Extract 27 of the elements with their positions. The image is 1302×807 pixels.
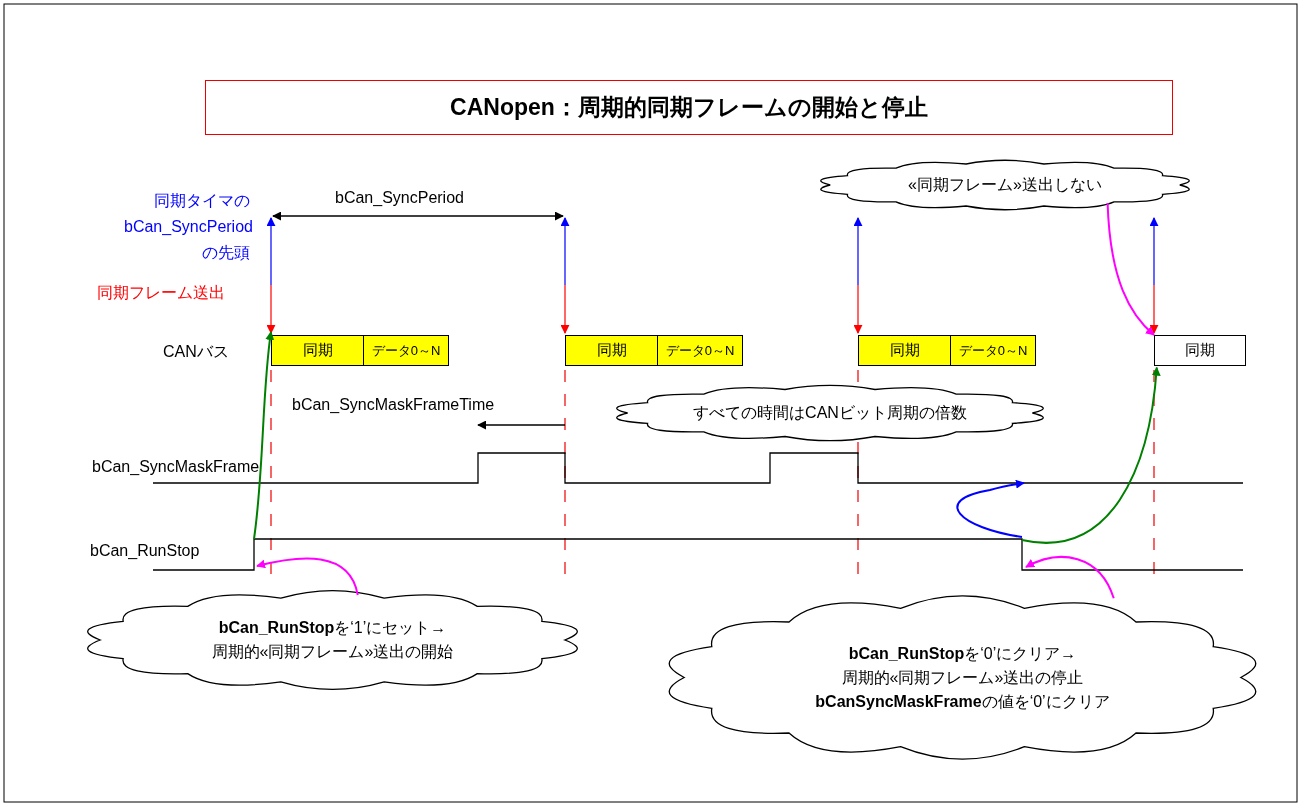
callout-text: «同期フレーム»送出しない (908, 175, 1102, 195)
title-banner: CANopen：周期的同期フレームの開始と停止 (205, 80, 1173, 135)
frame-segment: 同期 (565, 335, 658, 366)
frame-segment: 同期 (858, 335, 951, 366)
arrow (253, 330, 275, 540)
callout-text: 周期的«同期フレーム»送出の開始 (211, 642, 454, 662)
signal-label: bCan_SyncMaskFrame (92, 457, 260, 477)
signal-label: CANバス (163, 342, 229, 362)
callout-text: 周期的«同期フレーム»送出の停止 (841, 667, 1084, 688)
frame-segment: データ0～N (363, 335, 449, 366)
signal-label: bCan_SyncMaskFrameTime (292, 395, 495, 415)
frame-segment: 同期 (271, 335, 364, 366)
signal-label: 同期フレーム送出 (97, 283, 225, 303)
callout-text: bCan_RunStopを‘1’にセット→ (218, 618, 447, 638)
arrow (1106, 202, 1155, 336)
arrow (1025, 556, 1115, 600)
signal-label: bCan_RunStop (90, 541, 200, 561)
arrow (256, 557, 359, 596)
signal-label: bCan_SyncPeriod (335, 188, 464, 208)
frame-segment: 同期 (1154, 335, 1246, 366)
frame-segment: データ0～N (950, 335, 1036, 366)
callout-text: すべての時間はCANビット周期の倍数 (693, 403, 967, 423)
callout-text: bCan_RunStopを‘0’にクリア→ (848, 643, 1077, 664)
frame-segment: データ0～N (657, 335, 743, 366)
signal-label: 同期タイマのbCan_SyncPeriodの先頭 (124, 191, 250, 263)
callout-text: bCanSyncMaskFrameの値を‘0’にクリア (815, 691, 1110, 712)
arrow (1021, 366, 1161, 544)
